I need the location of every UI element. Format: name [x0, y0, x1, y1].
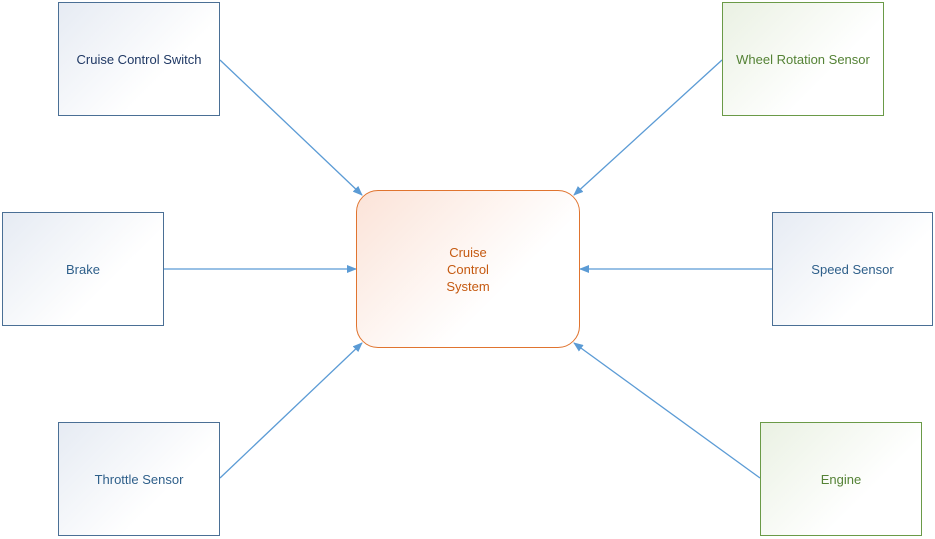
arrow-throttle-sensor-to-system: [219, 342, 363, 479]
cruise-control-switch-node: Cruise Control Switch: [58, 2, 220, 116]
wheel-rotation-sensor-label: Wheel Rotation Sensor: [736, 51, 870, 67]
cruise-control-switch-label: Cruise Control Switch: [76, 51, 202, 67]
speed-sensor-label: Speed Sensor: [811, 261, 894, 277]
throttle-sensor-node: Throttle Sensor: [58, 422, 220, 536]
engine-node: Engine: [760, 422, 922, 536]
arrow-wheel-rotation-sensor-to-system: [573, 59, 723, 196]
cruise-control-system-label: Cruise Control System: [446, 244, 490, 294]
arrow-cruise-control-switch-to-system: [219, 59, 363, 196]
wheel-rotation-sensor-node: Wheel Rotation Sensor: [722, 2, 884, 116]
engine-label: Engine: [820, 471, 862, 487]
brake-node: Brake: [2, 212, 164, 326]
arrow-engine-to-system: [573, 342, 761, 479]
brake-label: Brake: [66, 261, 100, 277]
speed-sensor-node: Speed Sensor: [772, 212, 933, 326]
cruise-control-system-node: Cruise Control System: [356, 190, 580, 348]
throttle-sensor-label: Throttle Sensor: [94, 471, 184, 487]
